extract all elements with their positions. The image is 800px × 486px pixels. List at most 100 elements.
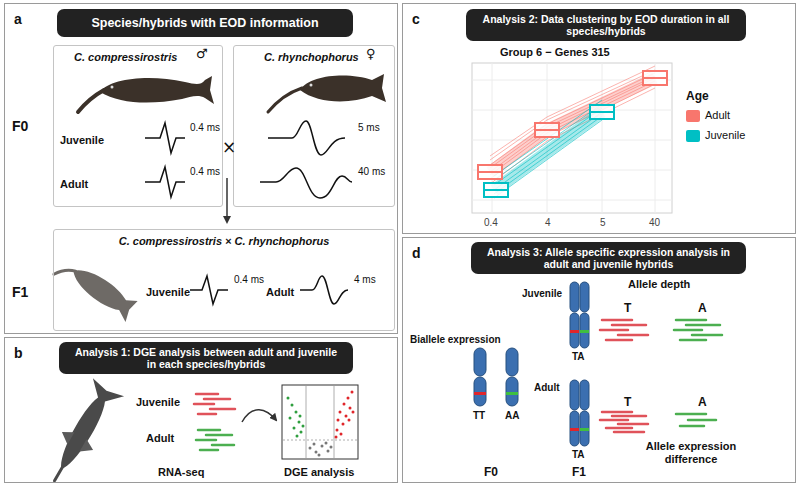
species-name: C. compressirostris (74, 51, 177, 64)
genotype-label: AA (505, 410, 519, 422)
stage-label: Adult (146, 432, 174, 445)
stage-label: Juvenile (136, 396, 180, 409)
axis-tick: 0.4 (484, 217, 498, 229)
volcano-threshold (306, 386, 334, 458)
annotation: Allele expression difference (636, 440, 746, 465)
chromosome-arm (570, 411, 579, 446)
fish-eye (310, 84, 313, 87)
fish-rhynchophorus (268, 74, 386, 112)
gene-line (494, 104, 602, 180)
duration-label: 40 ms (358, 166, 385, 178)
eod-waveform (145, 167, 185, 197)
stage-label: Adult (60, 178, 88, 191)
fish-body (100, 76, 214, 104)
panel-letter: d (412, 245, 421, 261)
volcano-plot-frame (282, 385, 358, 459)
fish-top-view (39, 378, 124, 486)
sequencing-reads (194, 394, 235, 414)
fish-body (67, 261, 140, 322)
cross-symbol: × (222, 138, 236, 158)
panel-letter: c (412, 11, 420, 27)
fish-snout (268, 88, 302, 112)
header-box: Species/hybrids with EOD information (57, 9, 353, 37)
legend-swatch (686, 110, 700, 122)
panel-letter: a (14, 11, 22, 27)
generation-label: F1 (12, 284, 28, 300)
allele-band (474, 392, 486, 395)
legend-text: Adult (705, 109, 730, 122)
legend-swatch (686, 130, 700, 142)
chromosome-arm (570, 313, 579, 348)
sequencing-reads (196, 430, 234, 450)
fish-compressirostris (78, 76, 214, 112)
panel-box: c Analysis 2: Data clustering by EOD dura… (402, 3, 796, 234)
panel-box: bAnalysis 1: DGE analysis between adult … (4, 337, 398, 483)
header-text: Analysis 2: Data clustering by EOD durat… (476, 13, 736, 37)
genotype-label: TA (572, 449, 585, 461)
allele-band (580, 330, 589, 333)
sex-symbol: ♂ (196, 47, 208, 62)
axis-tick: 4 (545, 217, 551, 229)
legend-title: Age (686, 90, 709, 104)
species-box: C. rhynchophorus♀5 ms40 ms (233, 45, 395, 207)
volcano-points (336, 392, 353, 437)
panel-letter: b (14, 345, 23, 361)
genotype-label: TA (572, 351, 585, 363)
duration-label: 0.4 ms (190, 166, 220, 178)
chromosome-arm (474, 377, 486, 406)
fish-fins (58, 427, 96, 457)
panel-box: a Species/hybrids with EOD information C. … (4, 3, 398, 334)
chromosome-arm (580, 313, 589, 348)
stage-label: Adult (266, 286, 294, 299)
duration-label: 5 ms (358, 122, 380, 134)
chromosome-arm (506, 348, 518, 376)
sex-symbol: ♀ (366, 47, 376, 62)
volcano-points (288, 398, 303, 436)
hybrid-box: C. compressirostris × C. rhynchophorusJu… (53, 229, 395, 331)
axis-tick: 5 (600, 217, 606, 229)
species-box: C. compressirostris♂Juvenile0.4 msAdult0… (53, 45, 223, 207)
stage-label: Juvenile (60, 134, 104, 147)
allele-band (570, 330, 579, 333)
fish-snout (54, 262, 76, 283)
gene-line (494, 112, 602, 190)
fish-body (300, 74, 386, 102)
volcano-threshold (283, 440, 357, 441)
generation-label: F0 (484, 466, 498, 480)
boxplot-median (484, 112, 614, 190)
generation-label: F1 (572, 466, 586, 480)
allele-label: A (698, 396, 707, 410)
header-box: Analysis 3: Allele specific expression a… (471, 242, 746, 274)
annotation: Biallele expression (410, 334, 501, 346)
allele-reads (600, 320, 648, 340)
chromosome-arm (570, 282, 579, 312)
boxplots (478, 71, 667, 197)
adult-gene-lines (490, 66, 655, 184)
duration-label: 4 ms (354, 274, 376, 286)
chromosome-arm (570, 380, 579, 410)
allele-bands (474, 330, 589, 431)
chromosome-arm (580, 282, 589, 312)
allele-reads (674, 320, 722, 340)
stage-label: Adult (534, 382, 560, 394)
eod-waveform (300, 276, 348, 304)
duration-label: 0.4 ms (234, 274, 264, 286)
plot-grid (472, 63, 672, 213)
allele-label: T (624, 396, 631, 410)
gene-line-band (494, 112, 602, 190)
header-text: Analysis 3: Allele specific expression a… (481, 246, 736, 270)
method-label: DGE analysis (284, 466, 354, 479)
chromosome-arm (506, 377, 518, 406)
chromosome-arm (580, 380, 589, 410)
fish-snout (55, 467, 63, 481)
chromosomes (474, 282, 589, 446)
volcano-points (310, 443, 331, 455)
legend-text: Juvenile (705, 129, 745, 142)
eod-waveform (260, 168, 352, 198)
header-box: Analysis 2: Data clustering by EOD durat… (466, 9, 746, 41)
stage-label: Juvenile (522, 288, 562, 300)
gene-line (494, 120, 602, 198)
flow-arrow (242, 410, 276, 422)
generation-label: F0 (12, 118, 28, 134)
